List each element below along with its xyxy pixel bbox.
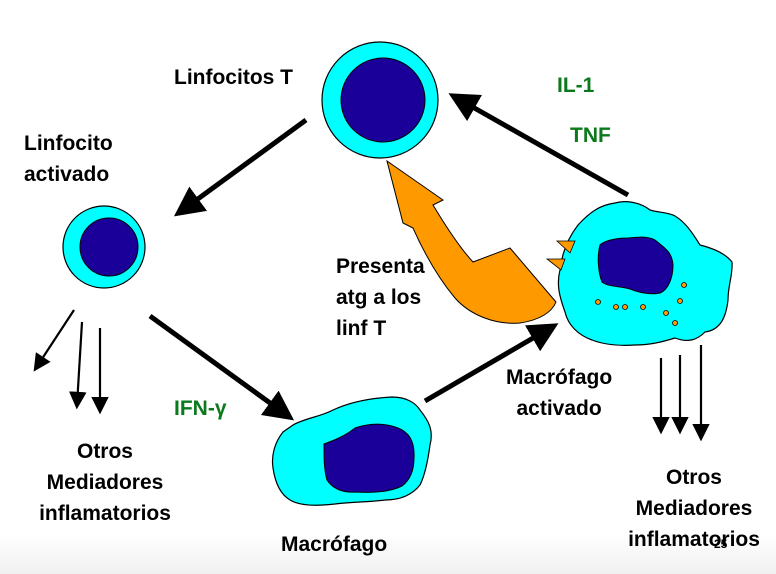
label-line: linf T xyxy=(336,317,387,340)
label-line: inflamatorios xyxy=(628,528,760,551)
t-lymphocyte-cell xyxy=(321,41,439,159)
label-line: activado xyxy=(516,397,602,420)
label-right-mediators: Otros Mediadores inflamatorios xyxy=(618,462,770,555)
label-il1: IL-1 xyxy=(557,74,595,97)
macrophage-cell xyxy=(271,396,432,506)
arrow-macrophage-to-activated xyxy=(423,323,559,404)
activated-macrophage-cell xyxy=(545,201,733,346)
antigen-presentation-arrow xyxy=(386,159,557,324)
label-line: atg a los xyxy=(336,286,422,309)
arrow-activated-to-macrophage xyxy=(148,313,295,421)
label-line: Otros xyxy=(665,466,722,489)
label-line: inflamatorios xyxy=(39,502,171,525)
page-number: 25 xyxy=(714,537,728,551)
label-line: Mediadores xyxy=(635,497,753,520)
antigen-spike xyxy=(555,240,576,254)
mediator-arrow xyxy=(33,309,75,372)
label-macrophage: Macrófago xyxy=(281,533,388,556)
label-line: Macrófago xyxy=(506,366,613,389)
label-line: Linfocito xyxy=(24,132,113,155)
label-left-mediators: Otros Mediadores inflamatorios xyxy=(30,436,180,529)
label-t-lymphocyte: Linfocitos T xyxy=(174,66,293,89)
label-line: Presenta xyxy=(336,255,425,278)
arrow-t-to-activated xyxy=(173,117,308,217)
label-line: activado xyxy=(24,163,110,186)
mediator-arrow xyxy=(69,321,87,410)
label-line: Mediadores xyxy=(46,471,164,494)
granules xyxy=(595,282,687,326)
label-line: Otros xyxy=(76,440,133,463)
label-activated-lymphocyte: Linfocito activado xyxy=(24,128,113,190)
label-ifn-gamma: IFN-γ xyxy=(174,397,227,420)
activated-lymphocyte-cell xyxy=(62,205,146,289)
arrow-activated-macrophage-to-t xyxy=(448,93,630,198)
label-tnf: TNF xyxy=(570,124,611,147)
label-antigen-presentation: Presenta atg a los linf T xyxy=(336,251,425,344)
antigen-spike xyxy=(545,258,566,271)
label-activated-macrophage: Macrófago activado xyxy=(506,362,612,424)
